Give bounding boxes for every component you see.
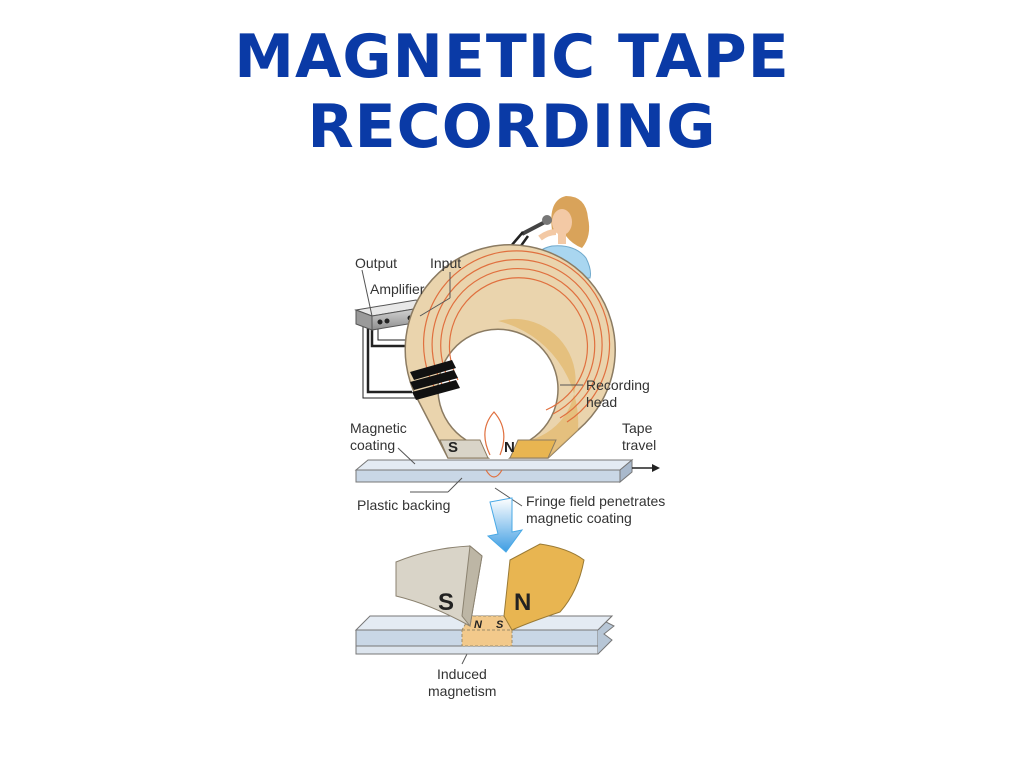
tape-travel-arrow: [632, 464, 660, 472]
recording-head-label-1: Recording: [586, 377, 650, 393]
slide-title: MAGNETIC TAPE RECORDING: [0, 22, 1024, 162]
recording-head-label-2: head: [586, 394, 617, 410]
detail-pole-s: [395, 545, 483, 628]
tape-pole-s: S: [496, 619, 504, 631]
input-label: Input: [430, 255, 461, 271]
magnetic-tape-strip: [354, 458, 634, 484]
fringe-field-label-1: Fringe field penetrates: [526, 493, 665, 509]
tape-pole-n: N: [474, 619, 483, 631]
magnetic-coating-label-2: coating: [350, 437, 395, 453]
induced-magnetism-label-2: magnetism: [428, 683, 496, 699]
title-line-2: RECORDING: [307, 92, 717, 162]
detail-tape-strip: [354, 615, 615, 655]
microphone-icon: [521, 215, 552, 236]
magnetic-coating-label-1: Magnetic: [350, 420, 407, 436]
head-pole-s: S: [448, 439, 458, 456]
output-label: Output: [355, 255, 397, 271]
amplifier-label: Amplifier: [370, 281, 425, 297]
title-line-1: MAGNETIC TAPE: [234, 22, 790, 92]
detail-pole-n-label: N: [514, 589, 531, 616]
tape-travel-label-1: Tape: [622, 420, 653, 436]
zoom-arrow-icon: [486, 497, 524, 553]
induced-magnetism-label-1: Induced: [437, 666, 487, 682]
recording-head-core: [404, 244, 616, 478]
plastic-backing-label: Plastic backing: [357, 497, 450, 513]
detail-pole-s-label: S: [438, 589, 454, 616]
fringe-field-label-2: magnetic coating: [526, 510, 632, 526]
head-pole-n: N: [504, 439, 515, 456]
coil-windings: [410, 360, 460, 400]
tape-travel-label-2: travel: [622, 437, 656, 453]
leader-lines: [361, 269, 583, 665]
detail-pole-n: [503, 543, 585, 631]
